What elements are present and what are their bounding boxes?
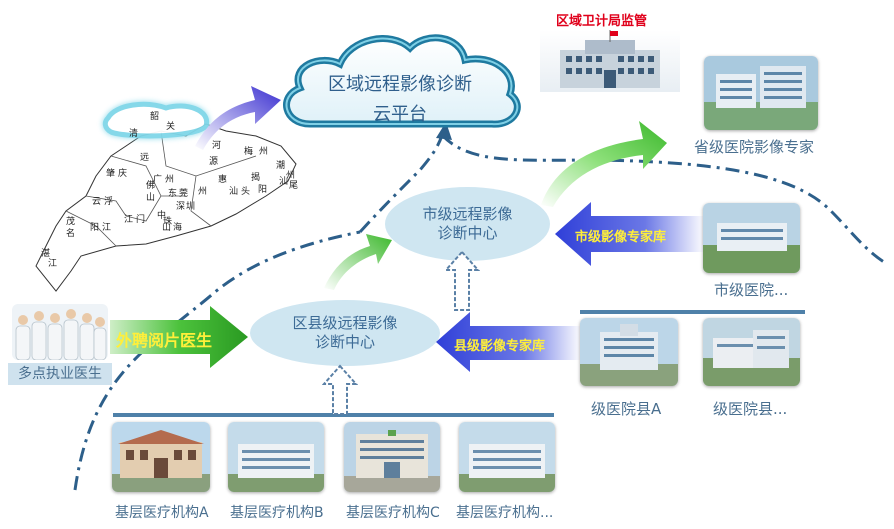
map-city: 州 — [165, 174, 174, 185]
grassroots-d-label: 基层医疗机构... — [456, 505, 554, 521]
map-city: 阳 — [90, 222, 99, 233]
county-hospital-a-label: 级医院县A — [591, 400, 662, 418]
grassroots-d-image — [459, 422, 555, 492]
map-city: 汕 — [229, 186, 238, 197]
district-to-city-hollow-arrow — [444, 250, 480, 311]
doctors-image — [12, 304, 108, 360]
cloud-title: 区域远程影像诊断 云平台 — [300, 70, 500, 130]
map-city: 阳 — [258, 184, 267, 195]
map-city: 名 — [66, 227, 75, 239]
county-experts-label: 县级影像专家库 — [454, 339, 546, 354]
map-city: 中 — [157, 209, 166, 221]
map-city: 佛 — [146, 179, 155, 191]
map-city: 尾 — [289, 180, 298, 191]
map-city: 江 — [124, 214, 133, 225]
map-city: 远 — [140, 152, 149, 163]
map-city: 湛 — [41, 248, 50, 259]
external-doctor-arrow — [110, 306, 248, 368]
map-city: 肇 — [106, 167, 115, 179]
map-city: 江 — [48, 258, 57, 269]
map-city: 梅 — [244, 145, 253, 157]
map-city: 莞 — [179, 187, 188, 199]
grassroots-a-label: 基层医疗机构A — [115, 505, 209, 521]
map-city: 门 — [136, 213, 145, 225]
cloud-title-line2: 云平台 — [373, 104, 427, 125]
map-city: 山 — [146, 192, 155, 203]
provincial-expert-label: 省级医院影像专家 — [694, 138, 815, 156]
map-city: 惠 — [218, 173, 227, 185]
map-city: 珠 — [163, 215, 172, 227]
supervision-label: 区域卫计局监管 — [556, 14, 648, 29]
map-city: 头 — [241, 186, 250, 197]
government-building-image — [540, 30, 680, 92]
map-city: 揭 — [251, 171, 260, 183]
grassroots-c-label: 基层医疗机构C — [346, 505, 440, 521]
map-city: 源 — [209, 156, 218, 167]
grassroots-to-district-hollow-arrow — [322, 364, 358, 415]
city-to-provincial-arrow — [541, 121, 667, 207]
map-city: 河 — [212, 139, 221, 151]
map-city: 东 — [168, 187, 177, 199]
grassroots-c-image — [344, 422, 440, 492]
map-city: 江 — [102, 222, 111, 233]
county-hospital-a-image — [580, 318, 678, 386]
map-city: 圳 — [186, 201, 195, 212]
county-hospital-b-label: 级医院县... — [713, 400, 788, 418]
city-center-line1: 市级远程影像 — [422, 205, 513, 223]
map-city: 关 — [166, 120, 175, 132]
city-experts-arrow — [555, 202, 705, 266]
cloud-title-line1: 区域远程影像诊断 — [328, 74, 472, 95]
provincial-hospital-image — [704, 56, 818, 130]
map-city: 山 — [162, 222, 171, 233]
city-diagnosis-center: 市级远程影像 诊断中心 — [385, 187, 550, 261]
map-city: 深 — [176, 201, 185, 212]
map-to-cloud-arrow — [195, 86, 281, 150]
map-city: 庆 — [118, 167, 127, 179]
county-hospital-b-image — [703, 318, 800, 386]
city-hospital-label: 市级医院... — [714, 281, 789, 299]
map-city: 海 — [173, 221, 182, 233]
map-city: 州 — [286, 170, 295, 181]
guangdong-map: 韶 关 清 远 河 源 梅 州 潮 州 揭 阳 汕 头 汕 尾 惠 州 东 莞 … — [35, 101, 298, 292]
district-to-city-arrow — [324, 234, 392, 290]
map-city: 云 — [92, 197, 101, 207]
map-city: 清 — [129, 127, 138, 139]
map-city: 广 — [153, 173, 162, 185]
grassroots-b-label: 基层医疗机构B — [230, 505, 324, 521]
doctor-label: 多点执业医生 — [8, 363, 112, 385]
grassroots-a-image — [112, 422, 210, 492]
map-city: 茂 — [66, 215, 75, 227]
district-center-line2: 诊断中心 — [314, 333, 375, 351]
map-city: 浮 — [104, 195, 113, 207]
map-city: 潮 — [276, 159, 285, 171]
map-city: 汕 — [279, 176, 288, 187]
district-diagnosis-center: 区县级远程影像 诊断中心 — [250, 300, 440, 366]
district-center-line1: 区县级远程影像 — [292, 314, 398, 332]
external-doctor-label: 外聘阅片医生 — [116, 331, 213, 350]
map-city: 州 — [259, 146, 268, 157]
city-experts-label: 市级影像专家库 — [575, 230, 667, 245]
county-experts-arrow — [436, 312, 582, 372]
map-city: 州 — [198, 186, 207, 197]
city-center-line2: 诊断中心 — [437, 224, 498, 242]
city-hospital-image — [703, 203, 800, 273]
map-city: 韶 — [150, 110, 159, 122]
grassroots-b-image — [228, 422, 324, 492]
cloud-platform — [283, 34, 521, 128]
